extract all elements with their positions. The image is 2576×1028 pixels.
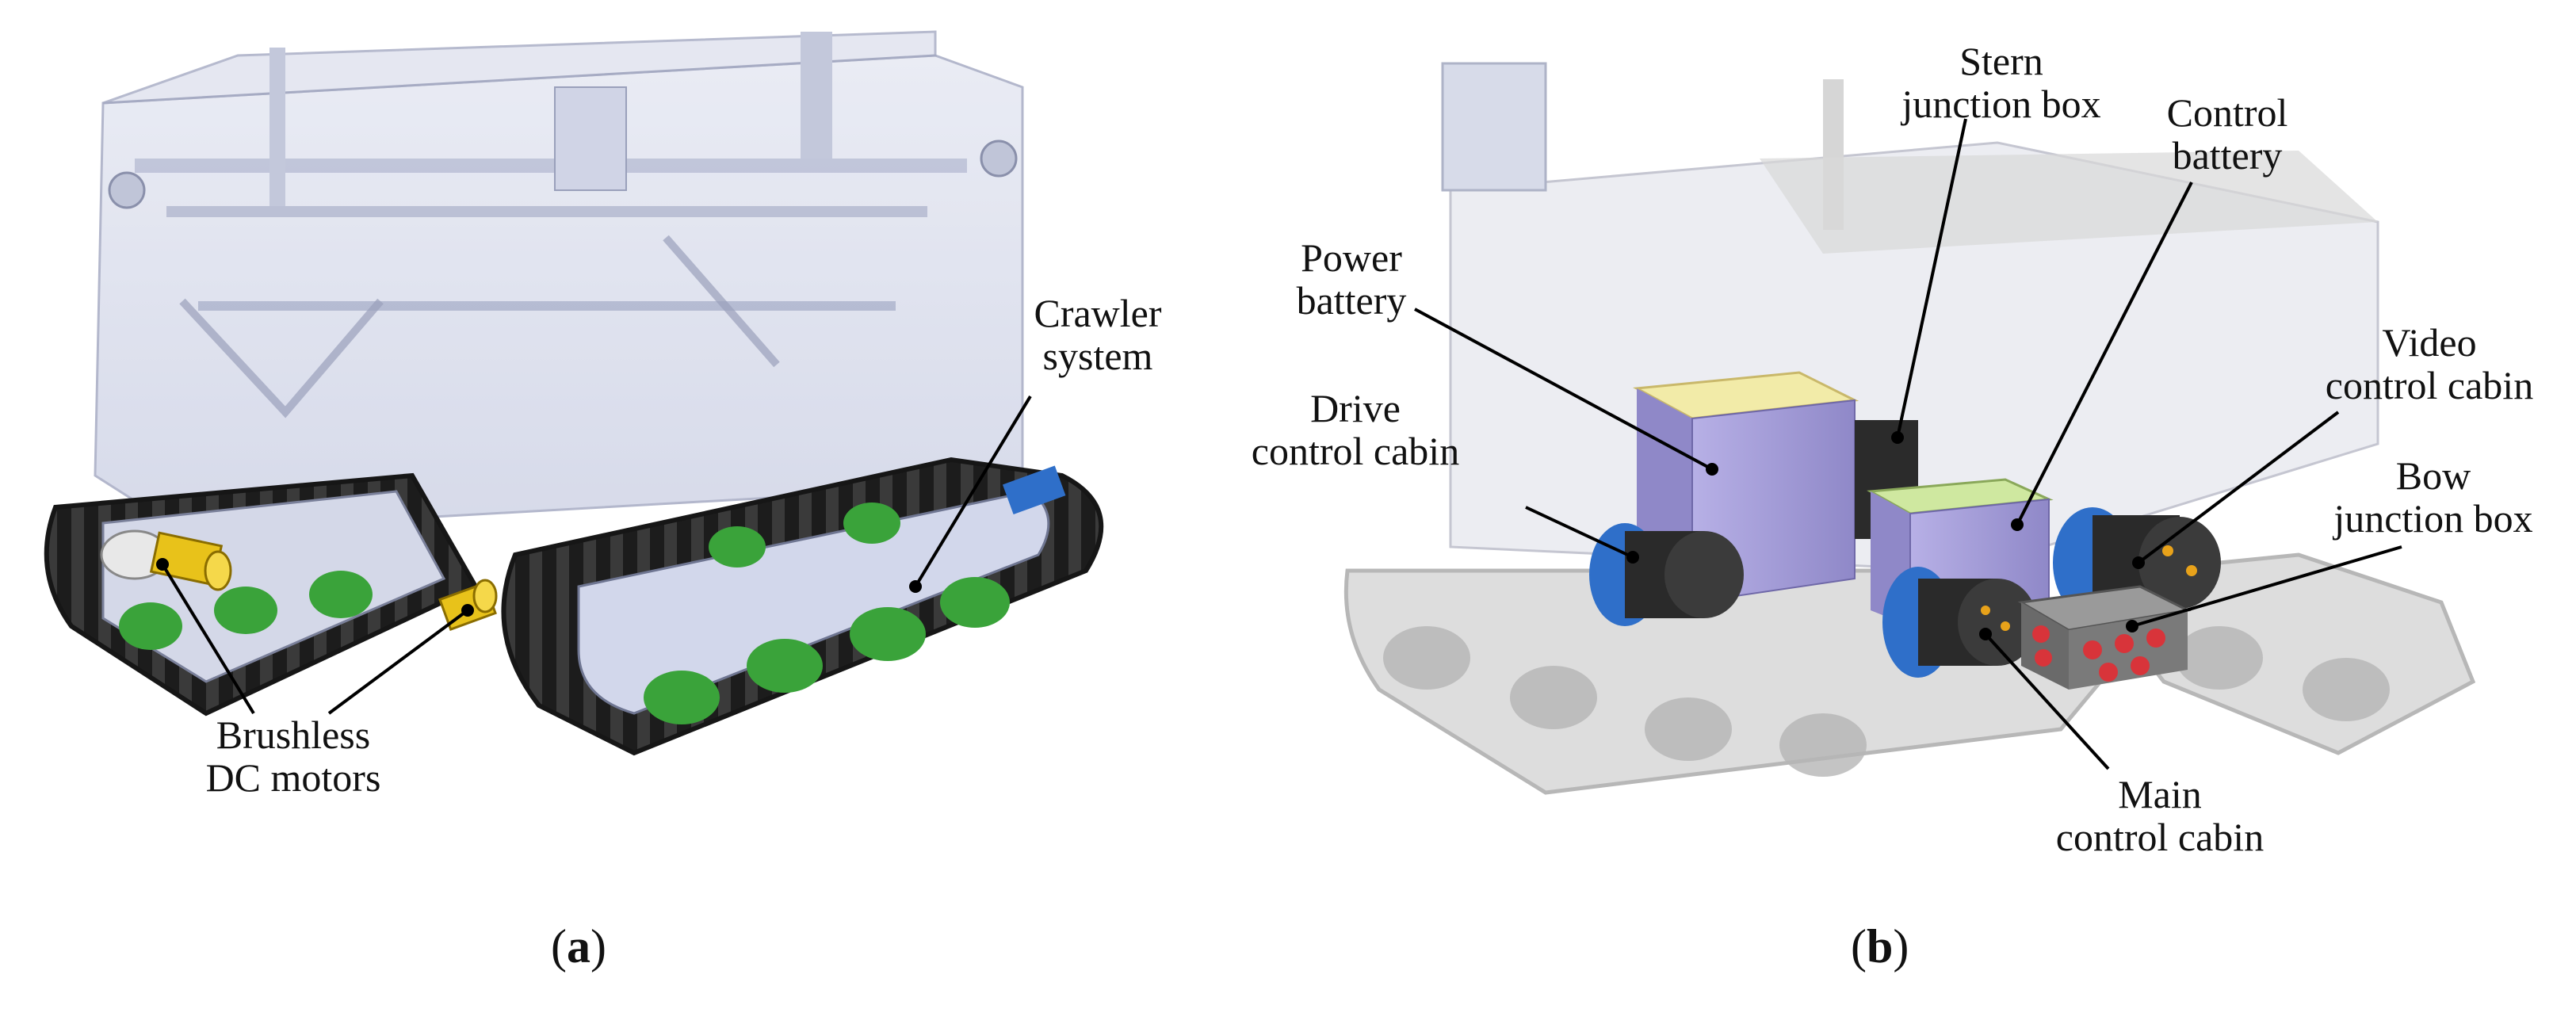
- label-bow-junction-box: Bow junction box: [2333, 453, 2533, 541]
- label-control-battery: Control battery: [2166, 90, 2288, 178]
- drive-control-cabin: [1589, 523, 1744, 626]
- caption-a: (a): [551, 920, 606, 973]
- label-power-battery: Power battery: [1296, 235, 1407, 323]
- label-drive-control-cabin: Drive control cabin: [1251, 386, 1460, 473]
- label-brushless-dc-motors: Brushless DC motors: [205, 713, 381, 800]
- main-control-cabin: [1882, 567, 2037, 678]
- label-video-control-cabin: Video control cabin: [2325, 320, 2534, 407]
- panel-a-vehicle: [44, 30, 1104, 756]
- label-crawler-system: Crawler system: [1034, 291, 1162, 378]
- panel-b-vehicle: [1343, 62, 2476, 795]
- caption-b: (b): [1851, 920, 1909, 973]
- label-main-control-cabin: Main control cabin: [2055, 772, 2265, 859]
- brushless-motor-left: [100, 529, 232, 591]
- bow-junction-box: [2017, 585, 2192, 690]
- label-stern-junction-box: Stern junction box: [1901, 39, 2101, 126]
